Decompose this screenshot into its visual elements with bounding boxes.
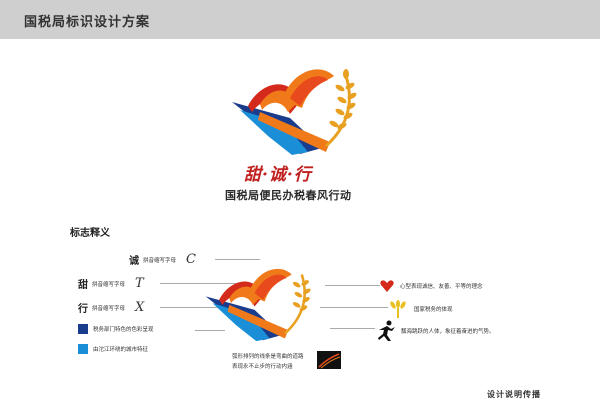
small-logo: [205, 268, 311, 342]
leader-line: [215, 259, 260, 260]
color-row-navy: 税务部门特色的色彩呈现: [78, 324, 154, 334]
bottom-note-line1: 弧形排列的线条是弯曲的道路: [232, 354, 304, 360]
bottom-note-line2: 表现永不止步的行动内涵: [232, 364, 293, 370]
right-label: 国家税务的体现: [414, 307, 453, 313]
heart-icon: [380, 280, 394, 292]
explain-row-t: 甜 拼音缩写字母 T: [78, 276, 144, 291]
runner-icon: [378, 320, 395, 341]
explain-char: 甜: [78, 280, 88, 291]
wheat-icon: [390, 300, 406, 318]
explain-char: 诚: [129, 256, 139, 267]
leader-line: [330, 328, 375, 329]
explain-label: 拼音缩写字母: [92, 305, 126, 312]
leader-line: [320, 307, 388, 308]
explain-letter: T: [135, 276, 144, 291]
swatch-label: 税务部门特色的色彩呈现: [93, 327, 154, 333]
right-label: 心型表现诚信、友善、平等的理念: [400, 284, 483, 290]
leader-line: [195, 330, 225, 331]
explain-label: 拼音缩写字母: [92, 281, 126, 288]
right-row-heart: 心型表现诚信、友善、平等的理念: [380, 280, 483, 292]
explain-row-c: 诚 拼音缩写字母 C: [129, 252, 196, 267]
leader-line: [160, 283, 238, 284]
header-bar: 国税局标识设计方案: [0, 0, 600, 39]
logo-subtitle: 国税局便民办税春风行动: [225, 189, 352, 202]
explain-char: 行: [78, 304, 88, 315]
explain-letter: C: [186, 252, 196, 267]
leader-line: [325, 285, 380, 286]
explain-row-x: 行 拼音缩写字母 X: [78, 300, 144, 315]
explain-label: 拼音缩写字母: [143, 257, 177, 264]
main-logo: [232, 69, 357, 155]
right-row-runner: 瓢海跳跃的人体，象征着奋进的气势。: [375, 320, 495, 342]
road-icon: [317, 351, 341, 369]
page-title: 国税局标识设计方案: [24, 15, 151, 30]
section-title: 标志释义: [70, 228, 110, 239]
footer-text: 设计说明传播: [487, 390, 541, 399]
logo-slogan: 甜·诚·行: [244, 165, 312, 185]
right-row-wheat: 国家税务的体现: [388, 300, 453, 318]
blue-swatch: [78, 344, 88, 354]
color-row-blue: 由沱江环绕的城市特征: [78, 344, 148, 354]
leader-line: [160, 307, 230, 308]
explain-letter: X: [135, 300, 145, 315]
right-label: 瓢海跳跃的人体，象征着奋进的气势。: [401, 329, 495, 335]
swatch-label: 由沱江环绕的城市特征: [93, 347, 149, 353]
navy-swatch: [78, 324, 88, 334]
